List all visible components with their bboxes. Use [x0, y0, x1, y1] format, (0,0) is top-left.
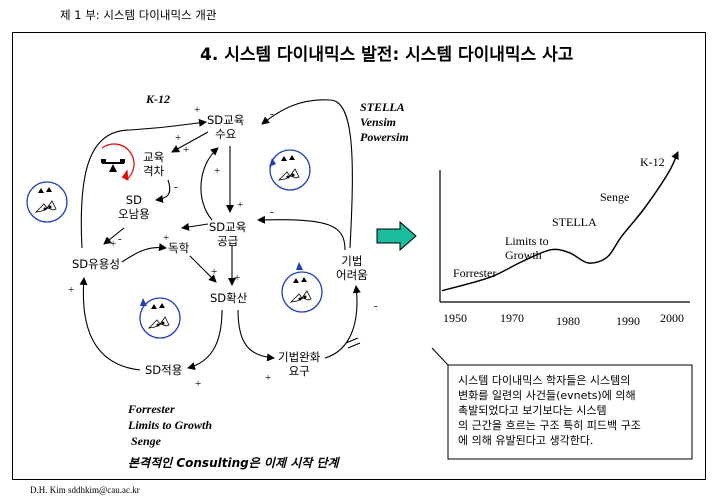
label-k12: K-12: [146, 92, 170, 106]
polarity-sign: +: [163, 232, 170, 244]
link-gap-misuse: [155, 179, 171, 203]
note-pointer: [431, 347, 449, 366]
link-misuse-usefulness: [103, 227, 125, 245]
causal-links: [79, 99, 361, 371]
chart-annotation: Limits to: [505, 234, 549, 248]
slide-title: 4. 시스템 다이내믹스 발전: 시스템 다이내믹스 사고: [200, 45, 574, 65]
polarity-sign: +: [195, 378, 202, 390]
polarity-sign: +: [194, 104, 201, 116]
chart-annotation: Forrester: [453, 266, 496, 280]
polarity-sign: +: [175, 132, 182, 144]
link-diffusion-application: [187, 309, 223, 371]
link-relief-difficulty: [324, 285, 361, 359]
chart-tick-label: 1950: [443, 311, 467, 325]
polarity-sign: -: [270, 206, 274, 218]
polarity-sign: +: [68, 284, 75, 296]
polarity-sign: +: [110, 238, 117, 250]
chapter-header: 제 1 부: 시스템 다이내믹스 개관: [60, 8, 217, 22]
polarity-sign: -: [118, 233, 122, 245]
node-selfstudy: 독학: [168, 241, 190, 255]
chart-annotation: Senge: [600, 190, 629, 204]
node-application: SD적용: [145, 363, 183, 377]
slide-frame: [12, 32, 706, 480]
polarity-sign: +: [211, 266, 218, 278]
polarity-sign: +: [214, 165, 221, 177]
growth-chart: 1950 1970 1980 1990 2000 Forrester Limits toG…: [439, 151, 690, 328]
polarity-sign: +: [234, 272, 241, 284]
chart-series-line: [441, 151, 679, 292]
node-usefulness: SD유용성: [72, 257, 120, 271]
note-box: [447, 364, 693, 460]
people-list: Forrester Limits to Growth Senge: [128, 402, 213, 448]
chart-annotation: Growth: [505, 248, 542, 262]
link-diffusion-relief: [237, 309, 275, 362]
chart-tick-label: 1980: [556, 314, 580, 328]
reinforcing-loop-icon: [281, 262, 323, 313]
note-text: 시스템 다이내믹스 학자들은 시스템의 변화를 일련의 사건들(evnets)에…: [458, 374, 641, 447]
chart-tick-label: 1970: [500, 311, 524, 325]
node-diffusion: SD확산: [210, 291, 248, 305]
polarity-sign: +: [265, 372, 272, 384]
reinforcing-loop-icon: [26, 181, 68, 223]
polarity-sign: +: [183, 144, 190, 156]
link-supply-demand-curve: [200, 147, 219, 221]
delay-mark: [345, 337, 361, 349]
link-demand-gap: [171, 131, 209, 153]
footer-author: D.H. Kim sddhkim@cau.ac.kr: [30, 485, 140, 495]
polarity-sign: -: [374, 300, 378, 312]
link-usefulness-selfstudy: [121, 243, 167, 263]
polarity-sign: -: [270, 108, 274, 120]
balance-icon: [101, 143, 135, 181]
link-application-usefulness: [79, 277, 141, 371]
reinforcing-loop-icon: [269, 149, 311, 191]
chart-tick-label: 1990: [616, 314, 640, 328]
link-supply-misuse: [181, 222, 209, 231]
consulting-label: 본격적인 Consulting은 이제 시작 단계: [128, 456, 339, 470]
link-selfstudy-diffusion: [189, 255, 217, 283]
tool-list: STELLA Vensim Powersim: [360, 100, 409, 144]
teal-transition-arrow: [376, 220, 417, 252]
polarity-sign: +: [237, 199, 244, 211]
polarity-sign: -: [174, 181, 178, 193]
link-difficulty-demand: [261, 99, 353, 249]
link-difficulty-supply: [257, 215, 346, 251]
chart-annotation: STELLA: [552, 215, 597, 229]
chart-tick-label: 2000: [660, 311, 684, 325]
reinforcing-loop-icon: [139, 297, 181, 339]
link-usefulness-demand: [80, 118, 207, 249]
chart-annotation: K-12: [640, 155, 665, 169]
